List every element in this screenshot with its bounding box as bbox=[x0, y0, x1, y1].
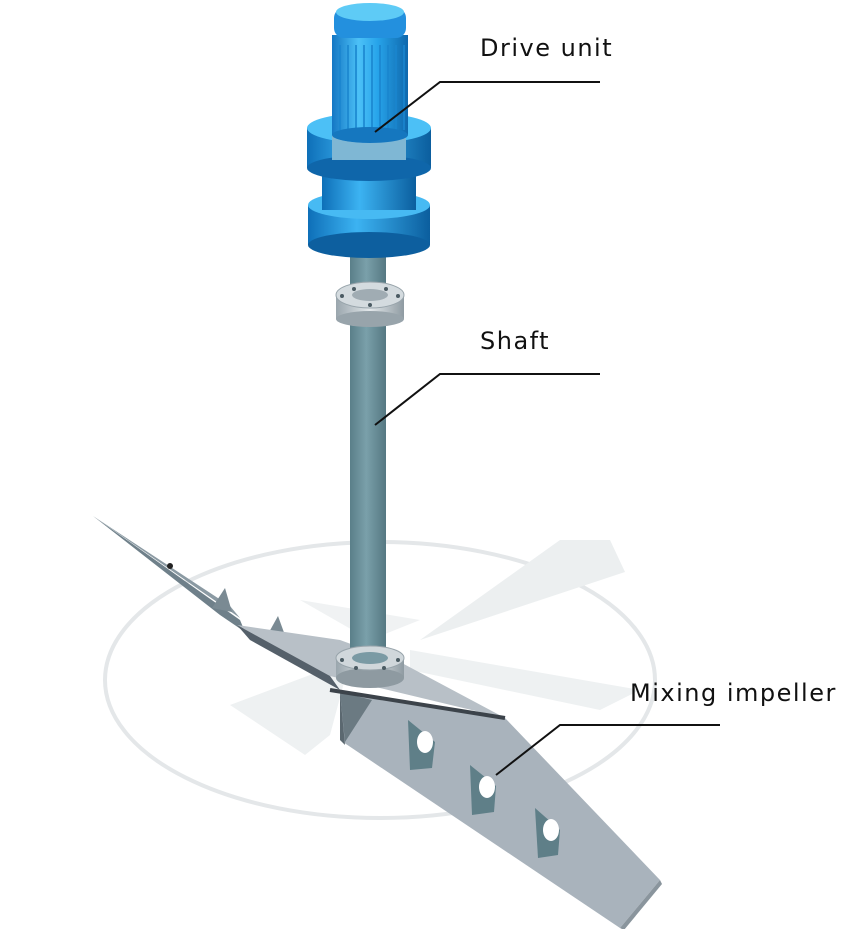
leader-shaft bbox=[374, 373, 600, 426]
shaft bbox=[335, 255, 405, 688]
blade-tab bbox=[470, 765, 496, 815]
blade-tab bbox=[535, 808, 560, 858]
drive-unit bbox=[307, 3, 431, 258]
mixing-impeller-label: Mixing impeller bbox=[630, 679, 837, 707]
callout-lines bbox=[374, 81, 720, 776]
leader-drive-unit bbox=[374, 81, 600, 133]
drive-unit-label: Drive unit bbox=[480, 34, 614, 62]
leader-mixing-impeller bbox=[495, 724, 720, 776]
shaft-label: Shaft bbox=[480, 327, 551, 355]
blade-tab bbox=[408, 720, 435, 770]
flow-swirl bbox=[103, 540, 657, 820]
